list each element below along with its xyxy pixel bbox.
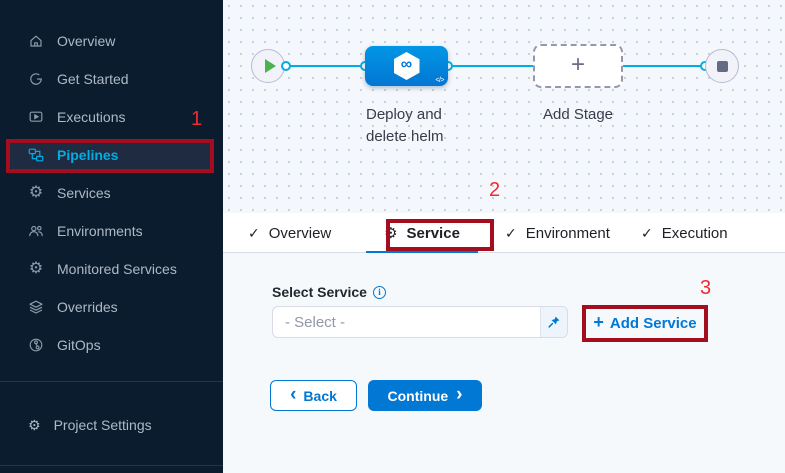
tab-service[interactable]: ⚙ Service <box>366 213 478 254</box>
check-icon: ✓ <box>248 224 260 241</box>
tab-execution[interactable]: ✓ Execution <box>641 213 728 253</box>
tab-label: Environment <box>525 224 610 242</box>
service-form-panel: Select Service i - Select - + Add Servic… <box>223 253 785 473</box>
sidebar-item-label: Monitored Services <box>57 261 177 277</box>
tab-label: Execution <box>661 224 728 242</box>
continue-label: Continue <box>387 387 449 404</box>
sidebar-item-label: Services <box>57 185 111 201</box>
pipelines-icon <box>28 148 44 162</box>
sidebar-item-label: Project Settings <box>53 417 152 433</box>
people-icon <box>29 225 43 237</box>
select-service-label-row: Select Service i <box>272 284 386 300</box>
plus-icon: + <box>570 50 585 78</box>
sidebar-divider <box>0 381 223 382</box>
sidebar-item-label: GitOps <box>57 337 101 353</box>
pin-icon <box>548 316 560 328</box>
sidebar-item-project-settings[interactable]: ⚙ Project Settings <box>0 406 223 444</box>
stage-tabbar: ✓ Overview ⚙ Service ✓ Environment ✓ Exe… <box>223 213 785 254</box>
infinity-icon: ∞ <box>400 56 413 73</box>
sidebar-item-monitored-services[interactable]: ⚙ Monitored Services <box>0 250 223 288</box>
select-service-label: Select Service <box>272 284 367 300</box>
back-label: Back <box>303 387 337 404</box>
tab-label: Overview <box>268 224 332 242</box>
add-stage-button[interactable]: + <box>533 44 623 88</box>
back-button[interactable]: ‹ Back <box>270 380 357 411</box>
pipeline-connector-line <box>268 65 722 67</box>
stop-icon <box>716 60 728 72</box>
check-icon: ✓ <box>505 224 517 241</box>
stage-node-deploy[interactable]: ∞ </> <box>365 46 448 86</box>
chevron-right-icon: › <box>456 384 463 405</box>
sidebar-item-overrides[interactable]: Overrides <box>0 288 223 326</box>
cd-hexagon-icon: ∞ <box>393 52 420 80</box>
tab-environment[interactable]: ✓ Environment <box>505 213 610 253</box>
add-service-label: Add Service <box>609 315 697 332</box>
sidebar-item-label: Get Started <box>57 71 129 87</box>
gear-icon: ⚙ <box>28 184 44 201</box>
stage-name-label: Deploy and delete helm <box>366 106 444 145</box>
sidebar-item-services[interactable]: ⚙ Services <box>0 174 223 212</box>
pin-button[interactable] <box>540 307 567 337</box>
gitops-icon <box>29 338 43 352</box>
connector-port <box>281 61 291 71</box>
sidebar-item-label: Environments <box>57 223 143 239</box>
sidebar-item-label: Overrides <box>57 299 118 315</box>
gear-icon: ⚙ <box>384 224 398 242</box>
sidebar-item-label: Overview <box>57 33 116 49</box>
home-icon <box>30 35 42 47</box>
pipeline-end-node <box>705 49 739 83</box>
sidebar: Overview Get Started Executions Pipeline… <box>0 0 223 473</box>
tab-overview[interactable]: ✓ Overview <box>248 213 331 253</box>
plus-icon: + <box>593 312 604 332</box>
sidebar-item-gitops[interactable]: GitOps <box>0 326 223 364</box>
get-started-icon <box>30 73 42 85</box>
play-icon <box>264 59 276 73</box>
sidebar-item-overview[interactable]: Overview <box>0 22 223 60</box>
tab-label: Service <box>406 224 460 242</box>
sidebar-nav: Overview Get Started Executions Pipeline… <box>0 22 223 364</box>
service-select-value[interactable]: - Select - <box>285 313 346 331</box>
executions-icon <box>29 111 43 122</box>
chevron-left-icon: ‹ <box>290 384 297 405</box>
sidebar-item-environments[interactable]: Environments <box>0 212 223 250</box>
check-icon: ✓ <box>641 224 653 241</box>
continue-button[interactable]: Continue › <box>368 380 482 411</box>
pipeline-canvas: ∞ </> + Deploy and delete helm Add Stage <box>223 0 785 213</box>
sidebar-item-label: Pipelines <box>57 147 119 163</box>
sidebar-divider <box>0 465 223 466</box>
info-icon[interactable]: i <box>372 285 386 299</box>
add-stage-label: Add Stage <box>542 106 614 123</box>
layers-icon <box>29 300 43 314</box>
code-icon: </> <box>435 77 444 84</box>
gear-icon: ⚙ <box>28 416 41 433</box>
add-service-button[interactable]: + Add Service <box>585 305 705 342</box>
sidebar-item-label: Executions <box>57 109 126 125</box>
monitored-gear-icon: ⚙ <box>28 260 44 277</box>
sidebar-item-executions[interactable]: Executions <box>0 98 223 136</box>
sidebar-item-get-started[interactable]: Get Started <box>0 60 223 98</box>
service-select[interactable]: - Select - <box>272 306 568 338</box>
pipeline-start-node <box>251 49 285 83</box>
sidebar-item-pipelines[interactable]: Pipelines <box>10 140 213 170</box>
